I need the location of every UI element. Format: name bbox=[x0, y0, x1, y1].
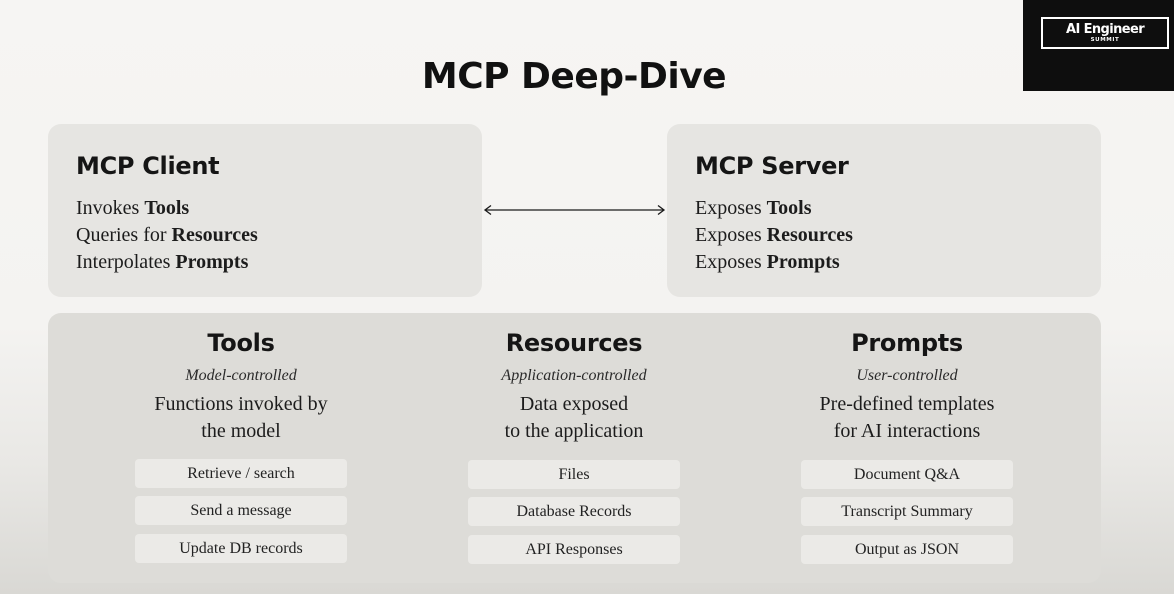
server-line-keyword: Resources bbox=[766, 224, 853, 246]
column-title: Prompts bbox=[851, 329, 963, 357]
page-title: MCP Deep-Dive bbox=[421, 56, 727, 97]
client-panel: MCP Client Invokes Tools Queries for Res… bbox=[48, 124, 482, 297]
column-subtitle: User-controlled bbox=[856, 367, 958, 384]
server-line: Exposes Prompts bbox=[695, 249, 853, 276]
client-line-prefix: Queries for bbox=[76, 224, 172, 246]
example-item: API Responses bbox=[468, 535, 680, 564]
example-item: Output as JSON bbox=[801, 535, 1013, 564]
primitives-panel: Tools Model-controlled Functions invoked… bbox=[48, 313, 1101, 583]
description-line: Functions invoked by bbox=[154, 393, 328, 415]
logo-main-text: AI Engineer bbox=[1065, 22, 1145, 37]
example-item: Send a message bbox=[135, 496, 347, 525]
client-line-prefix: Interpolates bbox=[76, 251, 176, 273]
example-item: Document Q&A bbox=[801, 460, 1013, 489]
column-description: Functions invoked by the model bbox=[101, 391, 381, 445]
server-line-prefix: Exposes bbox=[695, 251, 767, 273]
client-title: MCP Client bbox=[76, 152, 220, 180]
client-line: Queries for Resources bbox=[76, 222, 258, 249]
server-lines: Exposes Tools Exposes Resources Exposes … bbox=[695, 195, 853, 276]
description-line: the model bbox=[201, 420, 281, 442]
client-line: Interpolates Prompts bbox=[76, 249, 258, 276]
column-title: Tools bbox=[207, 329, 275, 357]
example-item: Files bbox=[468, 460, 680, 489]
server-line-keyword: Tools bbox=[766, 197, 812, 219]
description-line: to the application bbox=[504, 420, 644, 442]
bidirectional-arrow-icon bbox=[483, 204, 666, 216]
server-line: Exposes Resources bbox=[695, 222, 853, 249]
column-title: Resources bbox=[505, 329, 643, 357]
example-item: Database Records bbox=[468, 497, 680, 526]
column-subtitle: Application-controlled bbox=[501, 367, 647, 384]
server-line-prefix: Exposes bbox=[695, 197, 767, 219]
client-line-keyword: Tools bbox=[144, 197, 190, 219]
client-line-keyword: Resources bbox=[171, 224, 258, 246]
example-item: Transcript Summary bbox=[801, 497, 1013, 526]
summit-logo: AI Engineer SUMMIT bbox=[1023, 0, 1174, 91]
server-line-prefix: Exposes bbox=[695, 224, 767, 246]
description-line: for AI interactions bbox=[833, 420, 981, 442]
server-panel: MCP Server Exposes Tools Exposes Resourc… bbox=[667, 124, 1101, 297]
client-line: Invokes Tools bbox=[76, 195, 258, 222]
description-line: Data exposed bbox=[519, 393, 629, 415]
server-title: MCP Server bbox=[695, 152, 849, 180]
client-line-keyword: Prompts bbox=[175, 251, 249, 273]
example-item: Retrieve / search bbox=[135, 459, 347, 488]
server-line: Exposes Tools bbox=[695, 195, 853, 222]
description-line: Pre-defined templates bbox=[819, 393, 995, 415]
column-description: Data exposed to the application bbox=[434, 391, 714, 445]
server-line-keyword: Prompts bbox=[766, 251, 840, 273]
client-lines: Invokes Tools Queries for Resources Inte… bbox=[76, 195, 258, 276]
column-subtitle: Model-controlled bbox=[185, 367, 297, 384]
logo-sub-text: SUMMIT bbox=[1090, 37, 1120, 43]
logo-frame: AI Engineer SUMMIT bbox=[1041, 17, 1169, 49]
example-item: Update DB records bbox=[135, 534, 347, 563]
column-description: Pre-defined templates for AI interaction… bbox=[767, 391, 1047, 445]
client-line-prefix: Invokes bbox=[76, 197, 145, 219]
